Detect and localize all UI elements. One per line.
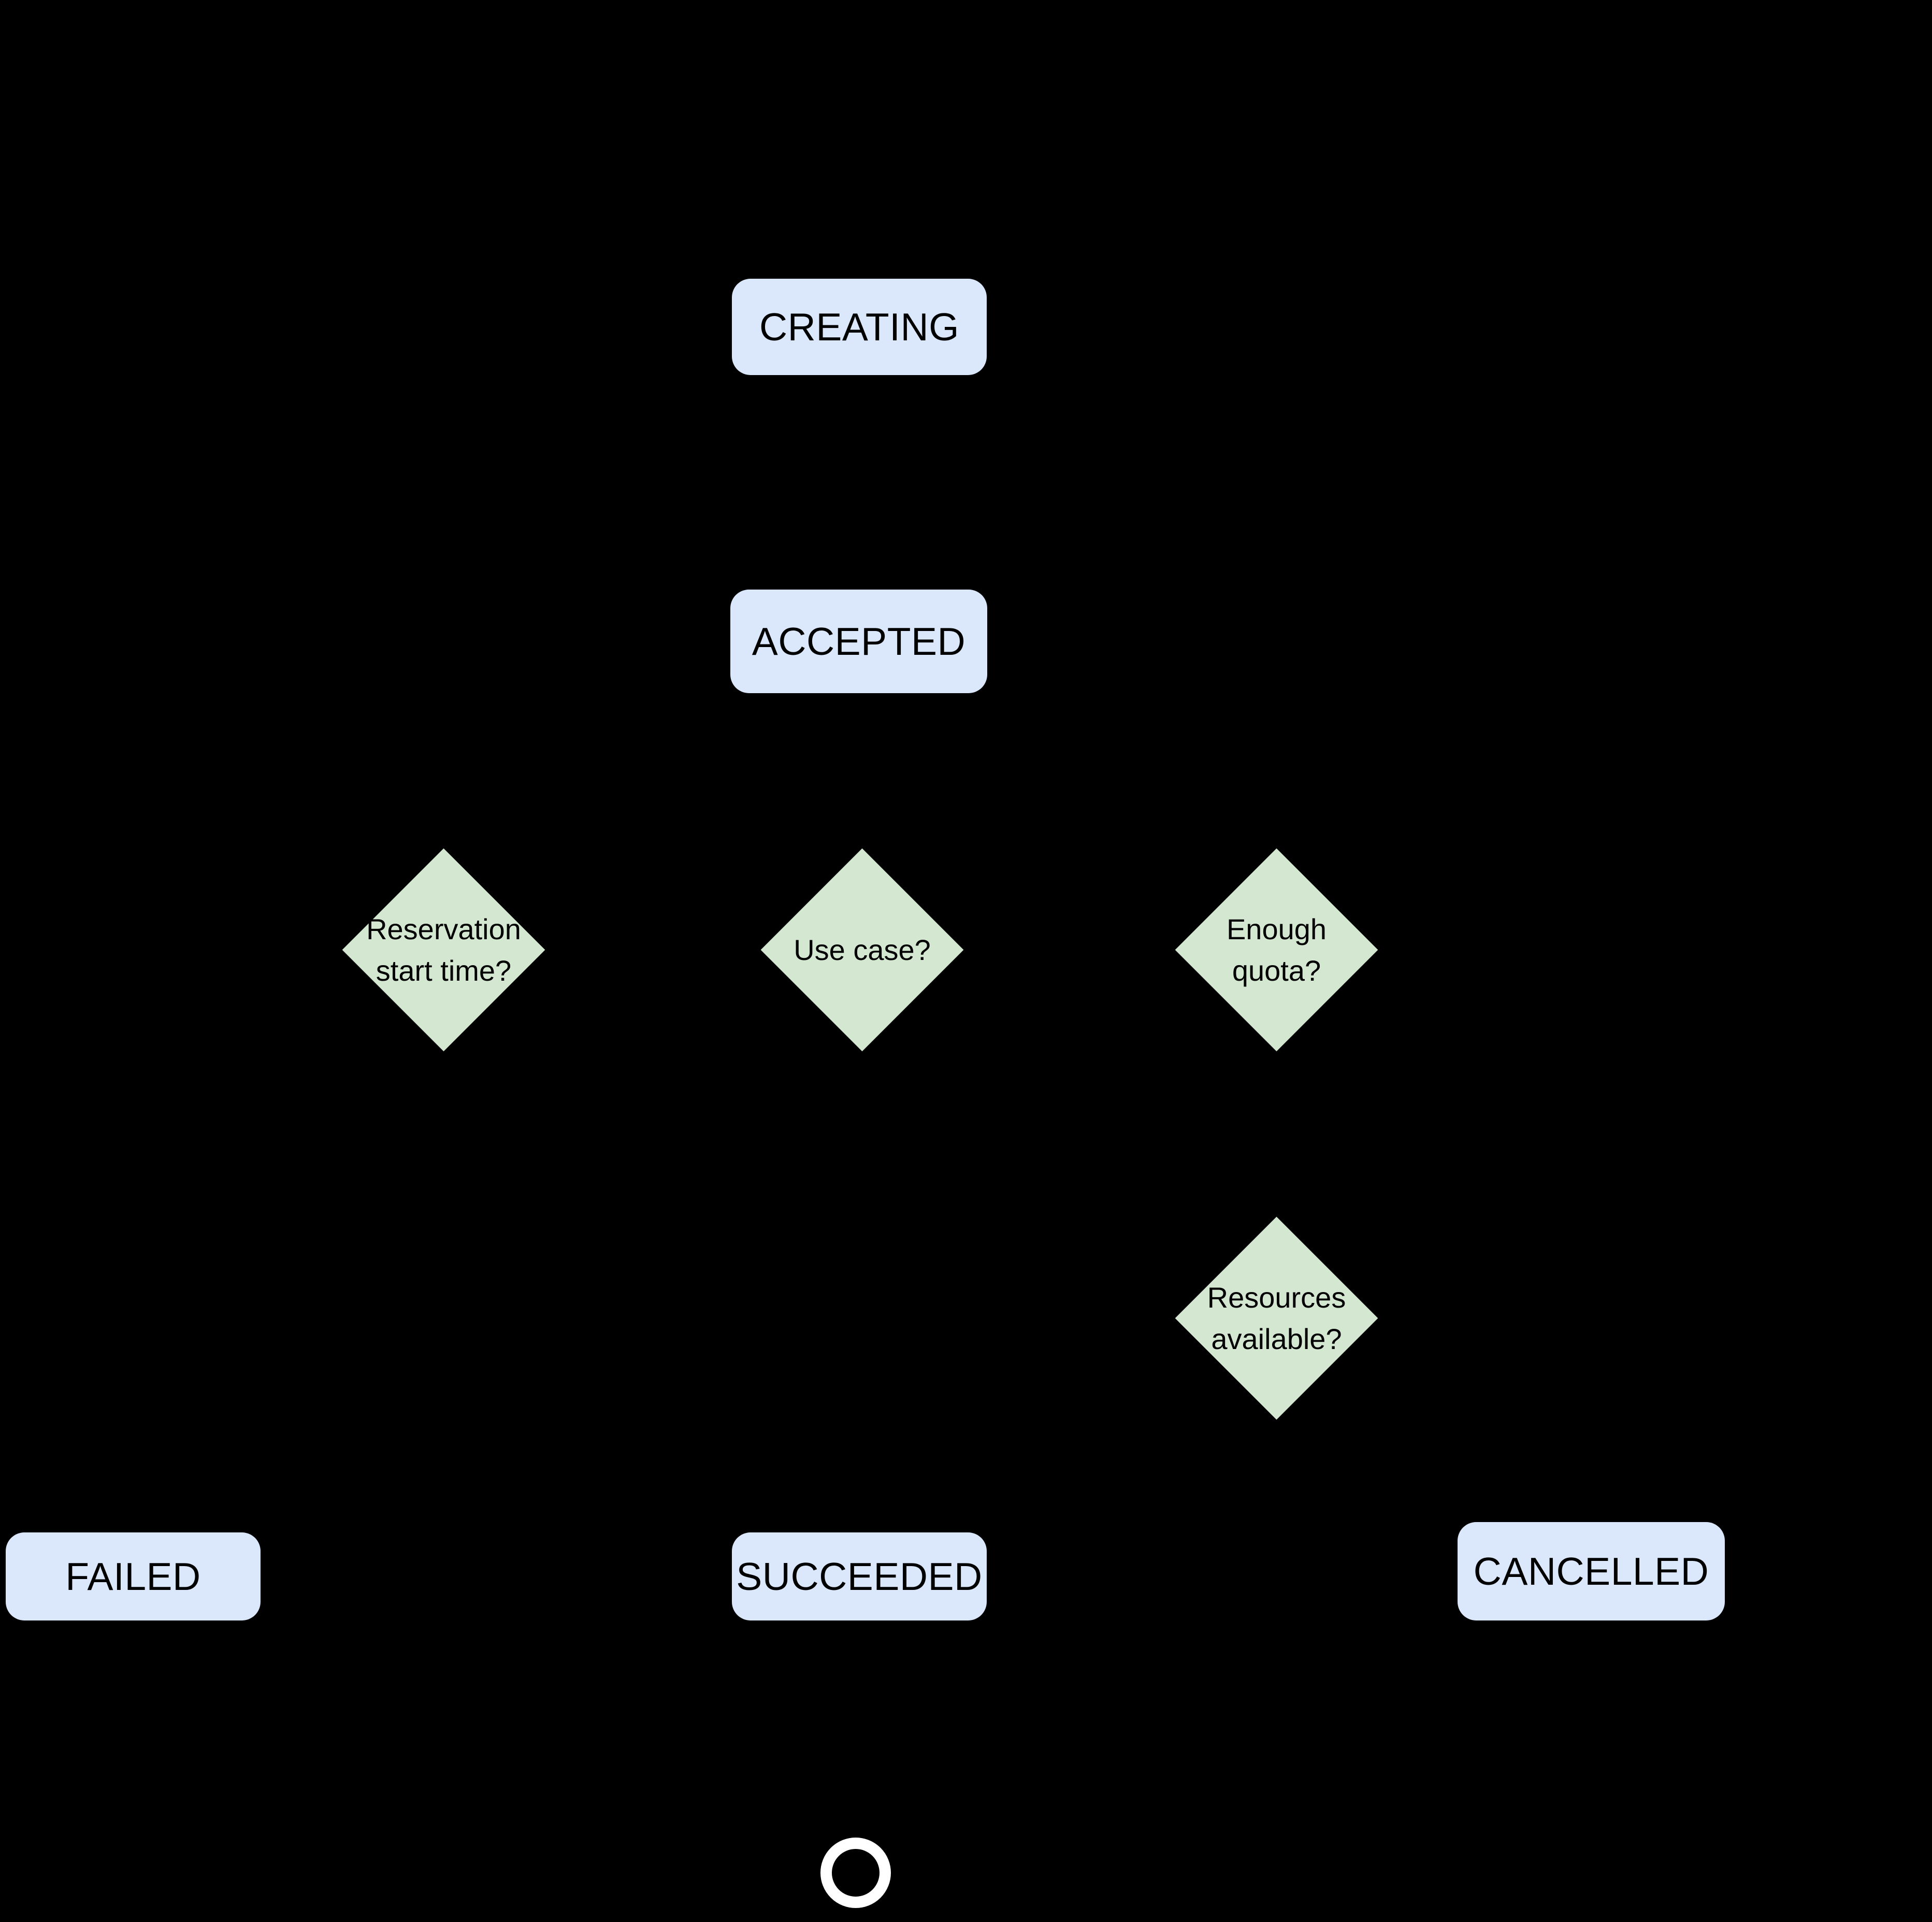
- state-label-succeeded: SUCCEEDED: [736, 1554, 983, 1598]
- edge-accepted-quota: [857, 693, 1302, 815]
- state-label-creating: CREATING: [759, 305, 959, 349]
- state-label-failed: FAILED: [65, 1554, 201, 1598]
- decision-node-reservation-start-time[interactable]: Reservation start time?: [342, 848, 545, 1052]
- decision-node-use-case[interactable]: Use case?: [760, 848, 964, 1052]
- state-label-cancelled: CANCELLED: [1473, 1549, 1709, 1593]
- edge-resources-cancelled: [1275, 1466, 1616, 1530]
- decision-label-resources-available: Resources available?: [1207, 1281, 1346, 1355]
- edge-reservation-failed: [108, 1098, 446, 1541]
- decision-node-enough-quota[interactable]: Enough quota?: [1175, 848, 1378, 1052]
- state-node-succeeded[interactable]: SUCCEEDED: [732, 1532, 987, 1620]
- end-node-circle-icon: [820, 1838, 891, 1908]
- decision-label-use-case: Use case?: [794, 933, 931, 966]
- edge-accepted-reservation: [419, 693, 861, 815]
- state-node-failed[interactable]: FAILED: [6, 1532, 261, 1620]
- state-node-creating[interactable]: CREATING: [732, 279, 987, 375]
- state-node-cancelled[interactable]: CANCELLED: [1458, 1522, 1725, 1620]
- decision-label-enough-quota: Enough quota?: [1226, 912, 1327, 987]
- state-label-accepted: ACCEPTED: [752, 619, 966, 663]
- decision-node-resources-available[interactable]: Resources available?: [1175, 1216, 1378, 1420]
- state-node-accepted[interactable]: ACCEPTED: [730, 590, 987, 693]
- decision-label-reservation-start-time: Reservation start time?: [366, 912, 521, 987]
